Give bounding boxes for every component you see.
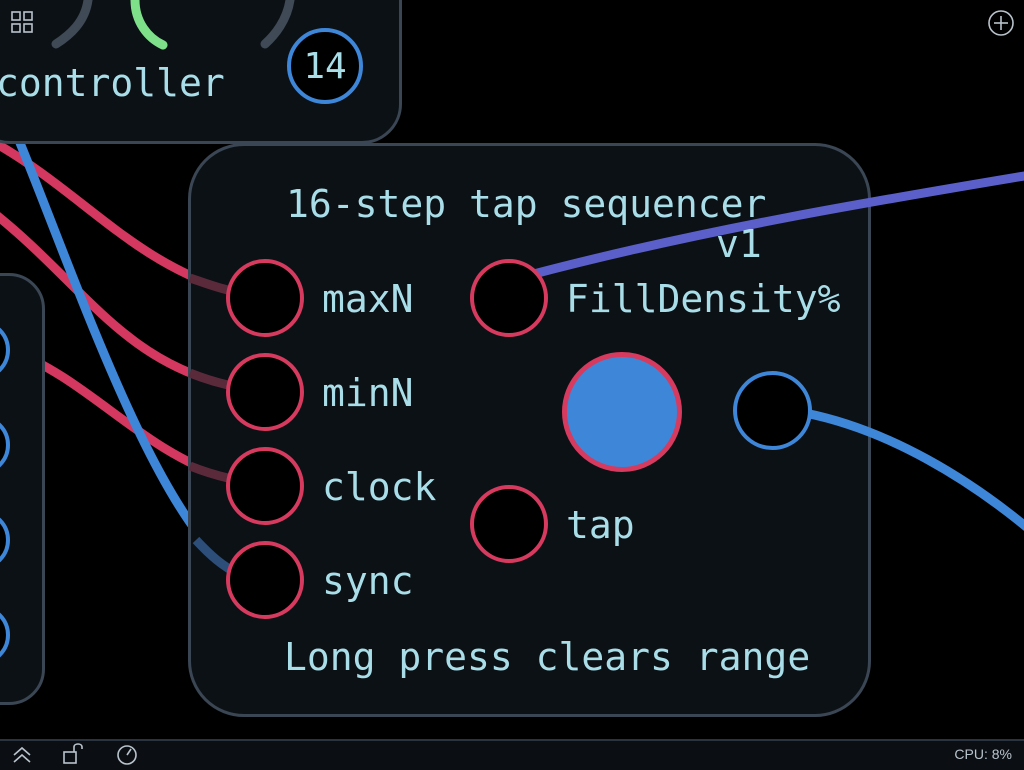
filldensity-label: FillDensity%	[566, 277, 841, 321]
knob-arc-green[interactable]	[130, 0, 168, 50]
add-circle-icon[interactable]	[987, 9, 1015, 37]
input-label-clock: clock	[322, 465, 437, 509]
sequencer-version: v1	[716, 222, 762, 266]
chevron-double-up-icon[interactable]	[10, 741, 34, 769]
input-port-tap[interactable]	[470, 485, 548, 563]
input-label-sync: sync	[322, 559, 414, 603]
controller-title: controller	[0, 61, 225, 105]
left-port-2[interactable]	[0, 417, 10, 473]
input-port-filldensity[interactable]	[470, 259, 548, 337]
left-port-3[interactable]	[0, 512, 10, 568]
controller-knobs	[51, 0, 295, 50]
cpu-readout: CPU: 8%	[954, 746, 1012, 762]
tap-label: tap	[566, 503, 635, 547]
input-port-sync[interactable]	[226, 541, 304, 619]
lock-open-icon[interactable]	[62, 741, 86, 769]
tap-button[interactable]	[562, 352, 682, 472]
controller-channel-badge[interactable]: 14	[287, 28, 363, 104]
input-label-maxN: maxN	[322, 277, 414, 321]
input-port-maxN[interactable]	[226, 259, 304, 337]
sequencer-footer: Long press clears range	[284, 635, 811, 679]
gauge-icon[interactable]	[115, 741, 139, 769]
sequencer-title: 16-step tap sequencer	[286, 182, 767, 226]
left-module-ports	[0, 322, 10, 663]
knob-arc-left[interactable]	[51, 0, 93, 49]
output-port[interactable]	[733, 371, 812, 450]
left-port-1[interactable]	[0, 322, 10, 378]
controller-channel-number: 14	[303, 45, 347, 87]
knob-arc-right[interactable]	[260, 0, 295, 49]
input-label-minN: minN	[322, 371, 414, 415]
input-port-clock[interactable]	[226, 447, 304, 525]
grid-icon[interactable]	[10, 10, 34, 34]
input-port-minN[interactable]	[226, 353, 304, 431]
bottom-toolbar: CPU: 8%	[0, 739, 1024, 770]
left-port-4[interactable]	[0, 607, 10, 663]
